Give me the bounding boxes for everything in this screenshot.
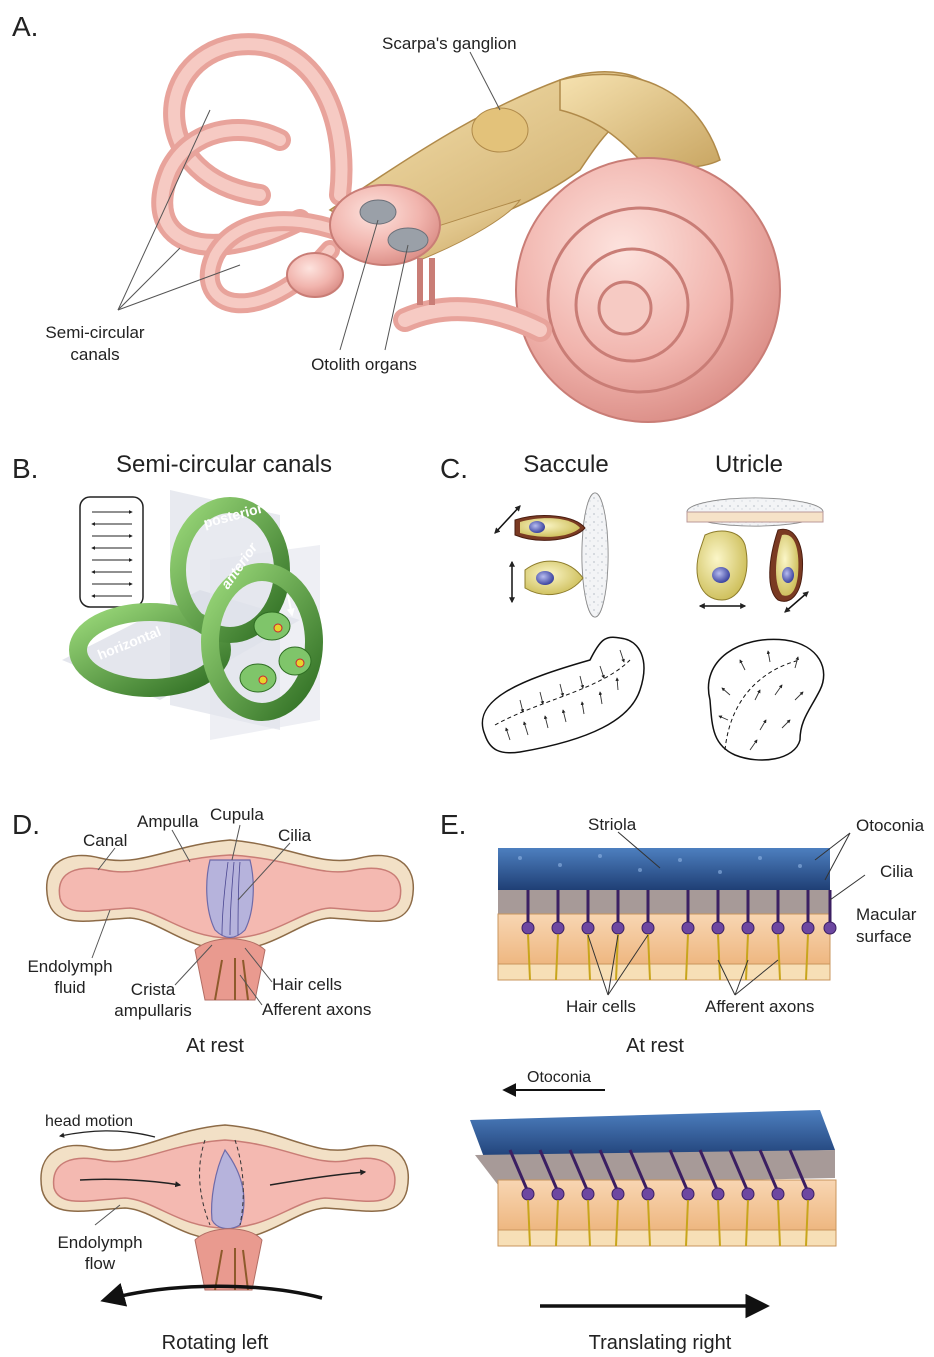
panel-d: D. Canal Ampulla Cupula <box>12 805 413 1354</box>
saccule-title: Saccule <box>523 451 608 478</box>
leader-semicircular-1 <box>118 110 210 310</box>
otoconial-layer <box>498 848 830 890</box>
leader-scarpa <box>470 52 500 110</box>
label-afferent-axons-e: Afferent axons <box>705 997 814 1016</box>
label-semicircular-line2: canals <box>70 345 119 364</box>
label-semicircular-line1: Semi-circular <box>45 323 145 342</box>
label-otoconia-arrow: Otoconia <box>527 1069 591 1086</box>
polarity-box <box>80 497 143 607</box>
label-endolymph-fluid-1: Endolymph <box>27 957 112 976</box>
ampulla-horizontal <box>240 664 276 692</box>
label-rotating-left: Rotating left <box>162 1332 269 1354</box>
label-endolymph-fluid-2: fluid <box>54 978 85 997</box>
label-crista-1: Crista <box>131 980 176 999</box>
label-hair-cells-e: Hair cells <box>566 997 636 1016</box>
label-endolymph-flow-2: flow <box>85 1254 116 1273</box>
sensory-epithelium-2 <box>498 1180 836 1230</box>
inner-ear-illustration <box>162 44 780 422</box>
ampulla-anterior <box>279 647 311 675</box>
label-otoconia: Otoconia <box>856 816 925 835</box>
macula-translating <box>470 1110 836 1246</box>
label-ampulla: Ampulla <box>137 812 199 831</box>
panel-e-letter: E. <box>440 809 466 840</box>
panel-d-letter: D. <box>12 809 40 840</box>
label-endolymph-flow-1: Endolymph <box>57 1233 142 1252</box>
panel-c: C. Saccule Utricle <box>440 451 824 760</box>
label-striola: Striola <box>588 815 637 834</box>
ampulla-at-rest <box>47 840 414 1000</box>
ampulla-posterior <box>254 612 290 640</box>
label-translating-right: Translating right <box>589 1332 732 1354</box>
label-afferent-axons-d: Afferent axons <box>262 1000 371 1019</box>
label-scarpas-ganglion: Scarpa's ganglion <box>382 34 517 53</box>
utricle-title: Utricle <box>715 451 783 478</box>
panel-a-letter: A. <box>12 11 38 42</box>
leader-semicircular-2 <box>118 248 180 310</box>
sensory-epithelium <box>498 914 830 964</box>
panel-e: E. <box>440 809 925 1354</box>
head-motion-arrow <box>60 1131 155 1137</box>
panel-a: A. <box>12 11 780 422</box>
label-cupula: Cupula <box>210 805 264 824</box>
label-otolith-organs: Otolith organs <box>311 355 417 374</box>
label-macular-1: Macular <box>856 905 917 924</box>
label-cilia-e: Cilia <box>880 862 914 881</box>
label-at-rest-e: At rest <box>626 1035 684 1057</box>
label-macular-2: surface <box>856 927 912 946</box>
panel-b-letter: B. <box>12 453 38 484</box>
label-at-rest-d: At rest <box>186 1035 244 1057</box>
label-head-motion: head motion <box>45 1113 133 1130</box>
label-crista-2: ampullaris <box>114 1001 191 1020</box>
gel-layer <box>498 890 830 914</box>
macula-at-rest <box>498 848 836 980</box>
panel-b-title: Semi-circular canals <box>116 451 332 478</box>
label-hair-cells-d: Hair cells <box>272 975 342 994</box>
label-canal: Canal <box>83 831 127 850</box>
panel-b: B. Semi-circular canals posterio <box>12 451 332 740</box>
label-cilia-d: Cilia <box>278 826 312 845</box>
utricle-cell-left <box>697 531 747 600</box>
saccule-cell-bottom <box>525 561 583 594</box>
panel-c-letter: C. <box>440 453 468 484</box>
